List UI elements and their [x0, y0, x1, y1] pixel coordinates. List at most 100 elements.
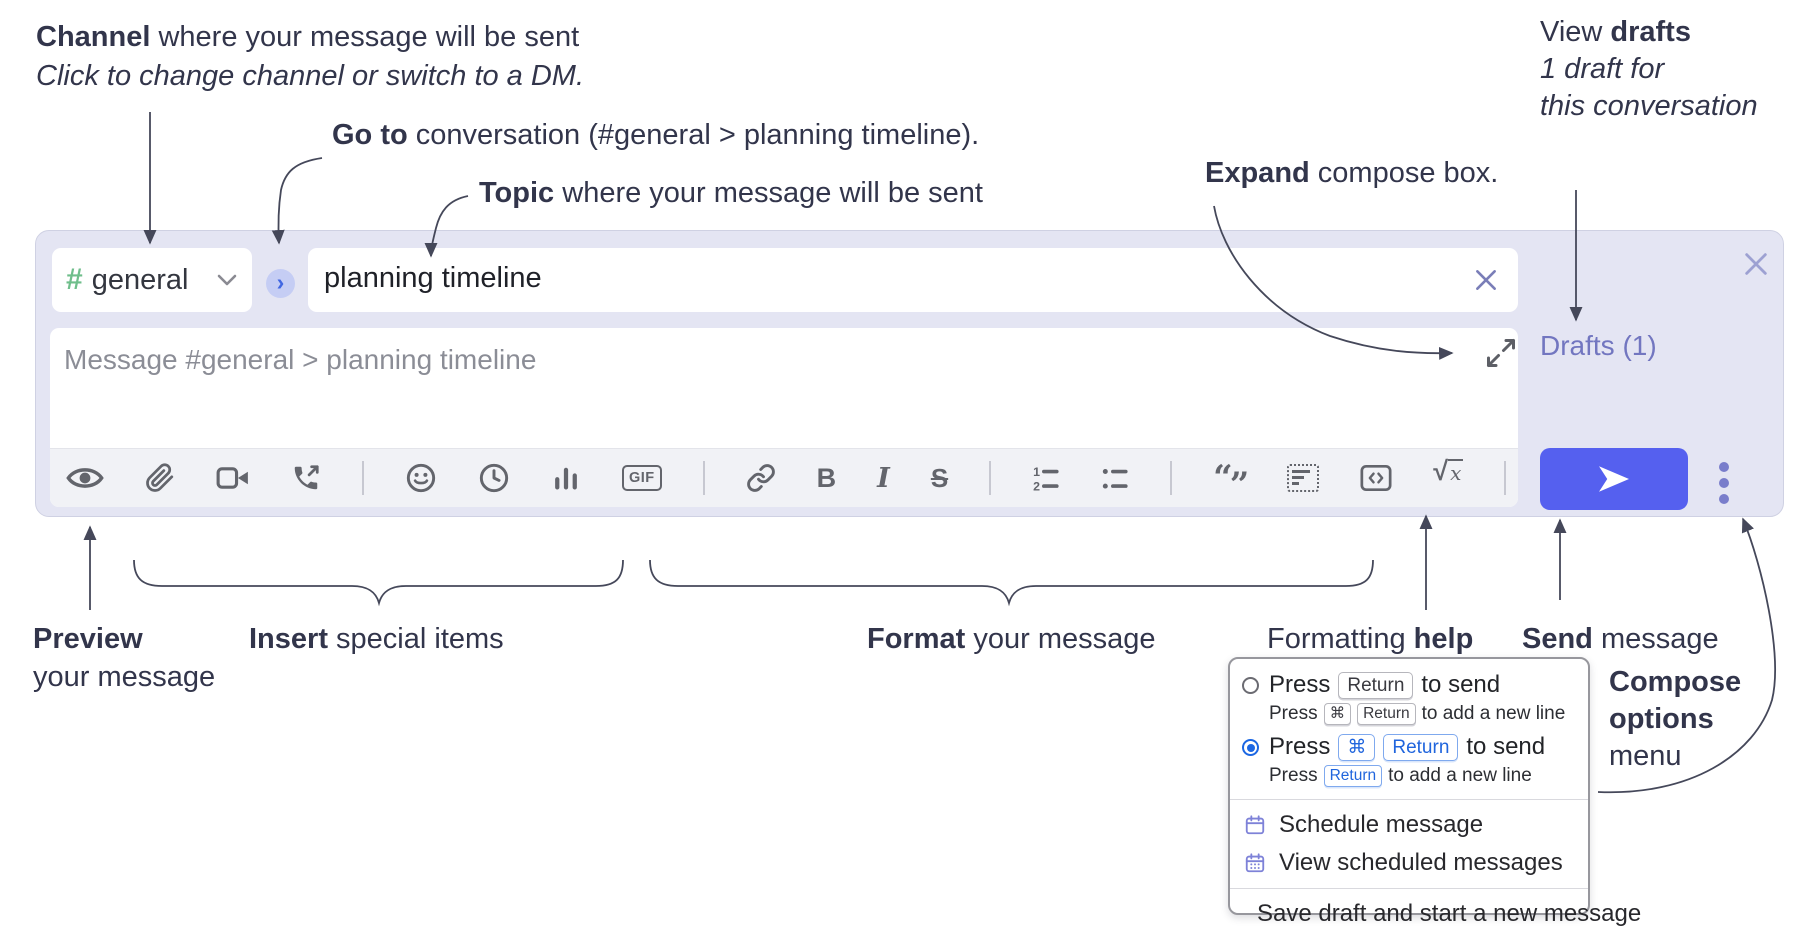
math-button[interactable]: √ x [1433, 456, 1464, 486]
kebab-dot [1719, 462, 1729, 472]
compose-toolbar: GIF B I S 1 2 “” [50, 448, 1565, 507]
expand-icon [1487, 339, 1515, 367]
toolbar-divider [989, 461, 992, 495]
compose-options-menu: Press Return to send Press ⌘ Return to a… [1228, 657, 1641, 927]
expand-annotation: Expand compose box. [1205, 157, 1499, 189]
kbd-cmd: ⌘ [1323, 703, 1352, 725]
attach-file-button[interactable] [145, 458, 175, 498]
menu-option-cmd-enter-sends[interactable]: Press ⌘ Return to send Press Return to a… [1230, 731, 1588, 793]
toolbar-divider [362, 461, 364, 495]
video-camera-icon [216, 467, 248, 489]
spoiler-icon [1287, 464, 1320, 492]
toolbar-divider [702, 461, 705, 495]
radio-unselected[interactable] [1242, 677, 1259, 694]
menu-divider [1230, 799, 1588, 800]
eye-icon [66, 468, 104, 488]
topic-input-wrap [308, 248, 1518, 312]
formatting-help-annotation: Formatting help [1267, 623, 1474, 655]
calendar-grid-icon [1245, 853, 1265, 873]
phone-outgoing-icon [294, 465, 319, 490]
add-poll-button[interactable] [551, 458, 581, 498]
spoiler-button[interactable] [1287, 458, 1320, 498]
quote-icon: “” [1213, 458, 1249, 505]
preview-button[interactable] [66, 458, 104, 498]
format-brace [649, 559, 1374, 607]
chevron-right-icon: › [276, 268, 285, 295]
send-plane-icon [1599, 466, 1629, 492]
menu-item-view-scheduled[interactable]: View scheduled messages [1230, 844, 1588, 882]
goto-annotation: Go to conversation (#general > planning … [332, 119, 980, 151]
topic-clear-button[interactable] [1468, 262, 1504, 298]
numbered-list-icon: 1 2 [1033, 465, 1059, 492]
bold-icon: B [816, 462, 837, 493]
expand-compose-button[interactable] [1482, 334, 1520, 372]
compose-options-annotation: Compose options menu [1609, 666, 1742, 772]
channel-annotation: Channel where your message will be sent … [36, 18, 584, 96]
italic-icon: I [877, 462, 890, 494]
chevron-down-icon [216, 273, 238, 287]
kbd-return: Return [1357, 703, 1416, 725]
menu-option-enter-sends[interactable]: Press Return to send Press ⌘ Return to a… [1230, 669, 1588, 731]
link-icon [746, 464, 775, 492]
view-drafts-annotation: View drafts 1 draft for this conversatio… [1540, 16, 1758, 122]
italic-button[interactable]: I [877, 458, 890, 498]
math-icon: √ [1433, 456, 1449, 486]
compose-options-button[interactable] [1714, 462, 1734, 504]
kbd-return: Return [1323, 765, 1383, 787]
gif-icon: GIF [622, 465, 662, 491]
radio-selected[interactable] [1242, 739, 1259, 756]
paperclip-icon [146, 463, 174, 492]
code-icon [1360, 464, 1392, 492]
channel-selector[interactable]: # general [52, 248, 252, 312]
video-call-button[interactable] [216, 458, 250, 498]
insert-annotation: Insert special items [249, 623, 504, 655]
close-compose-button[interactable] [1738, 246, 1774, 282]
bulleted-list-icon [1102, 469, 1128, 489]
emoji-button[interactable] [405, 458, 437, 498]
svg-text:2: 2 [1033, 479, 1040, 492]
audio-call-button[interactable] [291, 458, 321, 498]
bar-chart-icon [555, 467, 577, 490]
kbd-return: Return [1338, 671, 1414, 699]
kebab-dot [1719, 478, 1729, 488]
channel-hash-icon: # [66, 263, 83, 296]
send-annotation: Send message [1522, 623, 1719, 655]
close-icon [1476, 270, 1496, 290]
send-button[interactable] [1540, 448, 1688, 510]
add-gif-button[interactable]: GIF [622, 458, 662, 498]
menu-divider [1230, 888, 1588, 889]
channel-annotation-bold: Channel [36, 21, 151, 53]
code-button[interactable] [1360, 458, 1392, 498]
add-global-time-button[interactable] [478, 458, 510, 498]
toolbar-divider [1504, 461, 1507, 495]
strikethrough-button[interactable]: S [931, 458, 948, 498]
smiley-icon [406, 463, 436, 493]
svg-text:1: 1 [1033, 465, 1040, 479]
message-textarea[interactable] [50, 328, 1444, 439]
clock-icon [479, 463, 509, 493]
topic-input[interactable] [308, 248, 1454, 308]
close-icon [1745, 253, 1767, 275]
channel-annotation-rest: where your message will be sent [150, 21, 580, 53]
kbd-return: Return [1383, 733, 1459, 761]
channel-name: general [91, 263, 189, 296]
insert-brace [133, 559, 624, 607]
go-to-conversation-button[interactable]: › [266, 269, 295, 298]
channel-annotation-sub: Click to change channel or switch to a D… [36, 60, 585, 92]
drafts-link[interactable]: Drafts (1) [1540, 330, 1657, 361]
strikethrough-icon: S [930, 462, 949, 493]
numbered-list-button[interactable]: 1 2 [1032, 458, 1060, 498]
link-button[interactable] [746, 458, 776, 498]
topic-annotation: Topic where your message will be sent [479, 177, 983, 209]
menu-item-schedule-message[interactable]: Schedule message [1230, 806, 1588, 844]
quote-button[interactable]: “” [1213, 458, 1249, 505]
format-annotation: Format your message [867, 623, 1156, 655]
bulleted-list-button[interactable] [1101, 458, 1129, 498]
menu-item-save-draft[interactable]: Save draft and start a new message [1230, 895, 1641, 933]
preview-annotation: Preview your message [33, 623, 216, 693]
kebab-dot [1719, 494, 1729, 504]
toolbar-divider [1170, 461, 1173, 495]
bold-button[interactable]: B [817, 458, 837, 498]
calendar-icon [1245, 815, 1265, 835]
